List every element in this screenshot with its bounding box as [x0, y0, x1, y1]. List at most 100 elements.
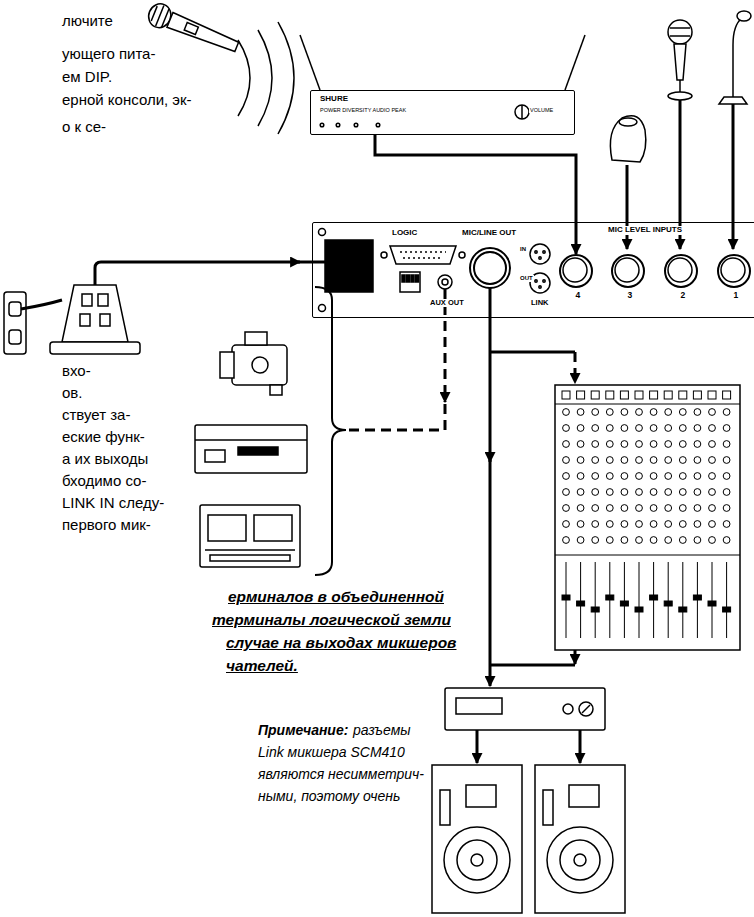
mixing-console: [555, 385, 740, 650]
camcorder: [220, 332, 287, 395]
console-channel-strip: [665, 409, 672, 416]
stand-mic: [668, 92, 692, 100]
wireless-handheld-mic: [145, 1, 241, 58]
console-channel-strip: [620, 391, 628, 399]
xlr-jack-face: [668, 258, 692, 282]
receiver-antenna: [300, 35, 585, 90]
note-text: ными, поэтому очень: [258, 788, 400, 805]
console-channel-strip: [592, 409, 599, 416]
console-channel-strip: [621, 441, 628, 448]
console-channel-strip: [621, 537, 628, 544]
warning-text: чателей.: [226, 657, 298, 676]
console-channel-strip: [693, 595, 701, 600]
console-channel-strip: [665, 537, 672, 544]
console-channel-strip: [577, 521, 584, 528]
brand-name: SHURE: [319, 95, 349, 104]
console-channel-strip: [577, 391, 585, 399]
port-label: IN: [519, 246, 527, 253]
console-channel-strip: [682, 562, 683, 638]
xlr-jack-face: [563, 258, 587, 282]
loudspeaker: [547, 827, 613, 893]
console-channel-strip: [606, 391, 614, 399]
connector-label: MIC/LINE OUT: [461, 229, 517, 238]
xlr-input-jack: 4: [559, 254, 593, 288]
console-channel-strip: [679, 505, 686, 512]
console-channel-strip: [679, 607, 687, 612]
console-channel-strip: [665, 457, 672, 464]
console-channel-strip: [709, 473, 716, 480]
xlr-jack-face: [721, 258, 745, 282]
optional-cable: [574, 352, 577, 383]
console-channel-strip: [577, 489, 584, 496]
console-channel-strip: [679, 409, 686, 416]
video-recorder: [195, 425, 307, 473]
console-channel-strip: [592, 473, 599, 480]
power-strip: [98, 294, 108, 306]
mic-cable: [732, 104, 735, 249]
radio-waves: [278, 22, 294, 134]
link-connector: [539, 286, 541, 288]
power-amplifier: [456, 698, 502, 714]
input-number: 1: [733, 291, 740, 300]
console-channel-strip: [650, 441, 657, 448]
receiver-knob: [521, 105, 523, 119]
note-text: Link микшера SCM410: [258, 744, 405, 761]
link-connector: [539, 257, 541, 259]
power-cable: [95, 262, 326, 285]
console-channel-strip: [723, 457, 730, 464]
console-channel-strip: [723, 607, 731, 612]
console-channel-strip: [679, 489, 686, 496]
dip-switch: [416, 275, 419, 282]
console-channel-strip: [592, 425, 599, 432]
console-channel-strip: [723, 537, 730, 544]
power-strip: [82, 294, 92, 306]
dip-switch: [400, 272, 420, 292]
power-strip: [62, 285, 128, 342]
console-channel-strip: [664, 601, 672, 606]
power-amplifier: [579, 702, 593, 716]
console-channel-strip: [636, 473, 643, 480]
console-channel-strip: [621, 457, 628, 464]
console-channel-strip: [621, 473, 628, 480]
console-channel-strip: [650, 457, 657, 464]
mic-line-out-connector: [470, 248, 510, 288]
video-recorder: [195, 425, 307, 473]
console-channel-strip: [723, 521, 730, 528]
camcorder: [245, 332, 267, 345]
console-channel-strip: [591, 391, 599, 399]
mixer-rear-panel: LOGICMIC/LINE OUTMIC LEVEL INPUTSINOUTLI…: [312, 222, 754, 318]
console-channel-strip: [709, 425, 716, 432]
console-channel-strip: [694, 489, 701, 496]
body-text-fragment: ов.: [62, 384, 82, 402]
connector-label: MIC LEVEL INPUTS: [607, 226, 683, 235]
console-channel-strip: [726, 562, 727, 638]
console-channel-strip: [679, 537, 686, 544]
console-channel-strip: [708, 391, 716, 399]
console-channel-strip: [665, 441, 672, 448]
boundary-mic: [610, 116, 645, 162]
console-channel-strip: [606, 521, 613, 528]
wireless-handheld-mic: [151, 6, 157, 21]
power-plug: [325, 240, 373, 292]
console-channel-strip: [723, 425, 730, 432]
console-channel-strip: [708, 601, 716, 606]
stand-mic: [668, 20, 692, 44]
power-strip: [80, 314, 90, 326]
console-channel-strip: [624, 562, 625, 638]
console-channel-strip: [606, 537, 613, 544]
console-channel-strip: [592, 441, 599, 448]
receiver-unit: SHUREPOWER DIVERSITY AUDIO PEAKVOLUME: [310, 90, 575, 135]
wall-outlet: [21, 300, 62, 309]
console-channel-strip: [679, 441, 686, 448]
console-channel-strip: [694, 537, 701, 544]
loudspeaker: [560, 840, 600, 880]
console-channel-strip: [650, 595, 658, 600]
console-channel-strip: [665, 505, 672, 512]
body-text-fragment: LINK IN следу-: [62, 494, 164, 512]
receiver-led: [376, 123, 380, 127]
loudspeaker: [457, 840, 497, 880]
speaker-cable: [476, 730, 479, 763]
camcorder: [252, 357, 268, 373]
console-channel-strip: [650, 537, 657, 544]
console-channel-strip: [665, 521, 672, 528]
